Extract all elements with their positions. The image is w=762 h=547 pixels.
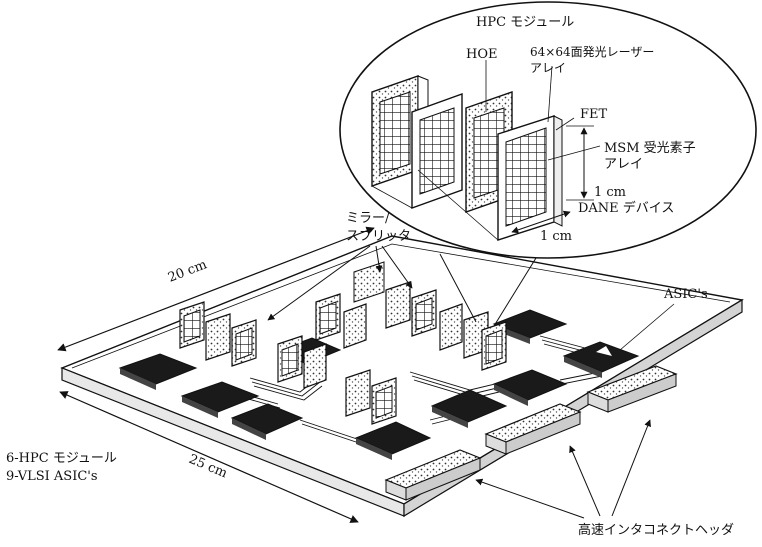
asics-label: ASIC's xyxy=(663,287,708,302)
one-cm-vertical-label: 1 cm xyxy=(594,185,626,200)
hoe-label: HOE xyxy=(466,47,497,62)
laser-array-label: 64×64面発光レーザー xyxy=(530,45,654,59)
board-description: 6-HPC モジュール 9-VLSI ASIC's xyxy=(6,451,117,484)
hpc-module-title: HPC モジュール xyxy=(476,15,574,30)
hpc-count-label: 6-HPC モジュール xyxy=(6,451,117,466)
laser-array-label-2: アレイ xyxy=(530,61,566,75)
msm-label-2: アレイ xyxy=(604,157,643,172)
mirror-label: ミラー/ xyxy=(346,211,390,226)
dane-device-label: DANE デバイス xyxy=(578,200,674,216)
msm-label: MSM 受光素子 xyxy=(604,141,696,156)
header-label: 高速インタコネクトヘッダ xyxy=(578,522,734,538)
width-label: 20 cm xyxy=(166,257,209,285)
splitter-label: スプリッタ xyxy=(346,229,411,244)
fet-label: FET xyxy=(580,107,608,122)
vlsi-count-label: 9-VLSI ASIC's xyxy=(6,469,98,484)
one-cm-horizontal-label: 1 cm xyxy=(540,229,572,244)
